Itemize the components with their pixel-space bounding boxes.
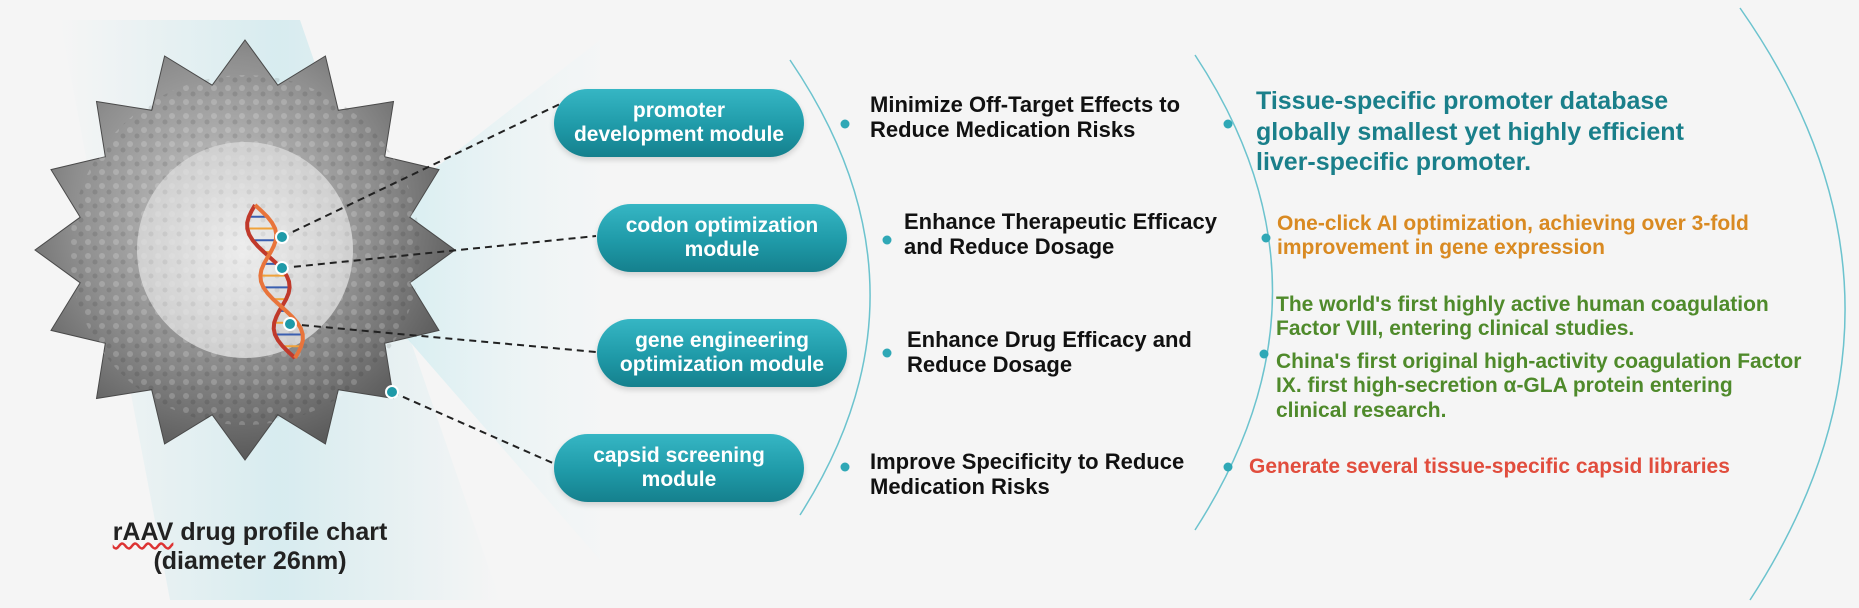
- benefit-promoter: Minimize Off-Target Effects to Reduce Me…: [870, 92, 1180, 143]
- result-promoter-line-2: globally smallest yet highly efficient: [1256, 117, 1684, 146]
- result-gene: The world's first highly active human co…: [1276, 293, 1801, 423]
- outer-arc: [1739, 7, 1846, 601]
- result-codon: One-click AI optimization, achieving ove…: [1277, 212, 1749, 260]
- benefit-capsid-line-1: Improve Specificity to Reduce: [870, 449, 1185, 474]
- benefit-dot-2: [882, 235, 892, 245]
- module-promoter-line-2: development module: [573, 123, 785, 146]
- result-gene-line-4: IX. first high-secretion α-GLA protein e…: [1276, 374, 1733, 398]
- benefit-dot-3: [882, 348, 892, 358]
- module-promoter-line-1: promoter: [632, 98, 726, 122]
- result-promoter-line-1: Tissue-specific promoter database: [1256, 87, 1669, 115]
- anchor-dot-capsid: [385, 385, 399, 399]
- result-dot-2: [1261, 233, 1271, 243]
- benefit-gene: Enhance Drug Efficacy and Reduce Dosage: [907, 327, 1192, 378]
- benefit-promoter-line-2: Reduce Medication Risks: [870, 117, 1136, 143]
- result-dot-4: [1223, 462, 1233, 472]
- result-gene-line-1: The world's first highly active human co…: [1276, 293, 1769, 316]
- connector-codon: [281, 235, 597, 269]
- dna-helix-icon: [245, 203, 305, 360]
- benefit-gene-line-1: Enhance Drug Efficacy and: [907, 327, 1192, 352]
- benefit-codon: Enhance Therapeutic Efficacy and Reduce …: [904, 209, 1217, 260]
- capsid-image: [34, 39, 456, 461]
- caption-line-1: rAAV drug profile chart: [80, 518, 420, 547]
- result-capsid: Generate several tissue-specific capsid …: [1249, 455, 1730, 479]
- module-codon-line-2: module: [684, 238, 760, 261]
- module-capsid-line-2: module: [641, 468, 717, 491]
- anchor-dot-gene: [283, 317, 297, 331]
- benefit-gene-line-2: Reduce Dosage: [907, 352, 1073, 378]
- module-capsid-line-1: capsid screening: [593, 443, 765, 467]
- benefit-dot-1: [840, 119, 850, 129]
- result-codon-line-2: improvement in gene expression: [1277, 236, 1605, 260]
- anchor-dot-promoter: [275, 230, 289, 244]
- benefit-codon-line-1: Enhance Therapeutic Efficacy: [904, 209, 1217, 234]
- capsid-caption: rAAV drug profile chart (diameter 26nm): [80, 518, 420, 576]
- background-fan: [330, 40, 600, 560]
- module-gene-line-2: optimization module: [619, 353, 825, 376]
- result-codon-line-1: One-click AI optimization, achieving ove…: [1277, 212, 1749, 235]
- result-dot-1: [1223, 119, 1233, 129]
- inner-arc: [789, 59, 871, 516]
- connector-capsid: [391, 391, 556, 465]
- caption-line-2: (diameter 26nm): [153, 546, 347, 575]
- benefit-dot-4: [840, 462, 850, 472]
- benefit-capsid-line-2: Medication Risks: [870, 474, 1050, 500]
- module-codon-line-1: codon optimization: [625, 213, 819, 237]
- result-capsid-line-1: Generate several tissue-specific capsid …: [1249, 455, 1730, 478]
- benefit-codon-line-2: and Reduce Dosage: [904, 234, 1115, 260]
- benefit-capsid: Improve Specificity to Reduce Medication…: [870, 449, 1184, 500]
- result-gene-line-3: China's first original high-activity coa…: [1276, 350, 1802, 374]
- result-promoter: Tissue-specific promoter database global…: [1256, 86, 1684, 178]
- connector-promoter: [281, 103, 561, 238]
- caption-word-raav: rAAV: [112, 518, 174, 546]
- dna-strand: [245, 204, 297, 360]
- caption-line-1-rest: drug profile chart: [173, 518, 388, 546]
- middle-arc: [1194, 54, 1274, 531]
- result-dot-3: [1259, 349, 1269, 359]
- result-gene-line-2: Factor VIII, entering clinical studies.: [1276, 317, 1635, 341]
- module-gene-line-1: gene engineering: [635, 328, 809, 352]
- result-gene-line-5: clinical research.: [1276, 398, 1447, 422]
- result-promoter-line-3: liver-specific promoter.: [1256, 148, 1532, 176]
- dna-strand: [253, 203, 305, 359]
- anchor-dot-codon: [275, 261, 289, 275]
- connector-gene: [289, 323, 597, 353]
- benefit-promoter-line-1: Minimize Off-Target Effects to: [870, 92, 1181, 117]
